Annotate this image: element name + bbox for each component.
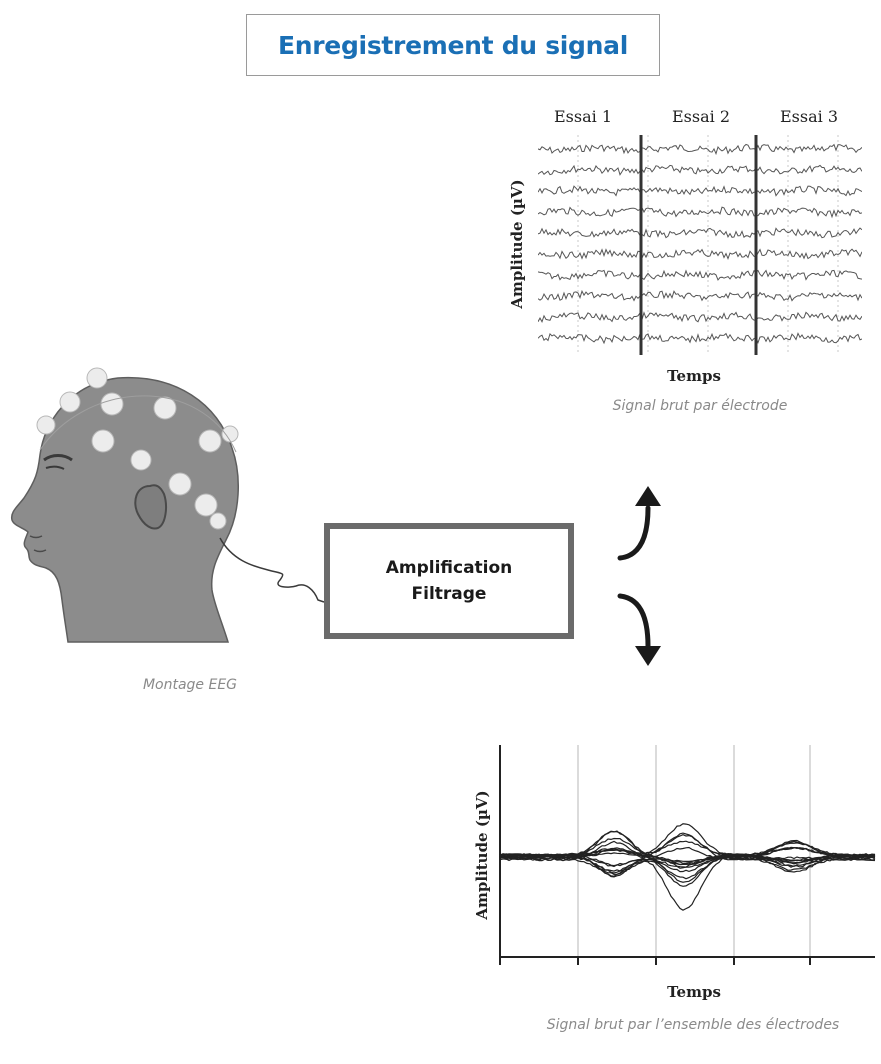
- trial-label-1: Essai 1: [553, 107, 613, 126]
- arrow-down-icon: [617, 593, 661, 666]
- top-trace: [538, 248, 862, 261]
- raw-signal-all-electrodes-plot: [499, 745, 876, 965]
- diagram-title: Enregistrement du signal: [278, 30, 628, 60]
- top-trace: [538, 185, 862, 197]
- top-trace: [538, 206, 862, 219]
- bottom-x-axis-label: Temps: [667, 983, 721, 1001]
- top-x-axis-label: Temps: [667, 367, 721, 385]
- top-y-axis-label: Amplitude (µV): [508, 179, 526, 309]
- top-trace: [538, 164, 862, 176]
- processing-line-2: Filtrage: [411, 584, 487, 604]
- top-trace: [538, 289, 862, 302]
- amplification-filtering-box: Amplification Filtrage: [324, 523, 574, 639]
- bottom-y-axis-label: Amplitude (µV): [473, 790, 491, 920]
- top-trace: [538, 332, 862, 345]
- eeg-head-icon: [10, 367, 325, 643]
- raw-signal-per-electrode-plot: [538, 135, 862, 355]
- top-trace: [538, 311, 862, 324]
- title-box: Enregistrement du signal: [246, 14, 660, 76]
- bottom-trace: [499, 847, 876, 887]
- bottom-trace: [499, 846, 876, 873]
- top-caption: Signal brut par électrode: [612, 398, 788, 414]
- top-trace: [538, 143, 862, 156]
- trial-label-2: Essai 2: [671, 107, 731, 126]
- montage-caption: Montage EEG: [142, 677, 238, 693]
- top-trace: [538, 227, 862, 239]
- bottom-trace: [499, 839, 876, 880]
- processing-line-1: Amplification: [385, 558, 513, 578]
- bottom-caption: Signal brut par l’ensemble des électrode…: [546, 1017, 840, 1033]
- arrow-up-icon: [617, 486, 661, 561]
- top-trace: [538, 269, 862, 281]
- trial-label-3: Essai 3: [779, 107, 839, 126]
- bottom-trace: [499, 846, 876, 876]
